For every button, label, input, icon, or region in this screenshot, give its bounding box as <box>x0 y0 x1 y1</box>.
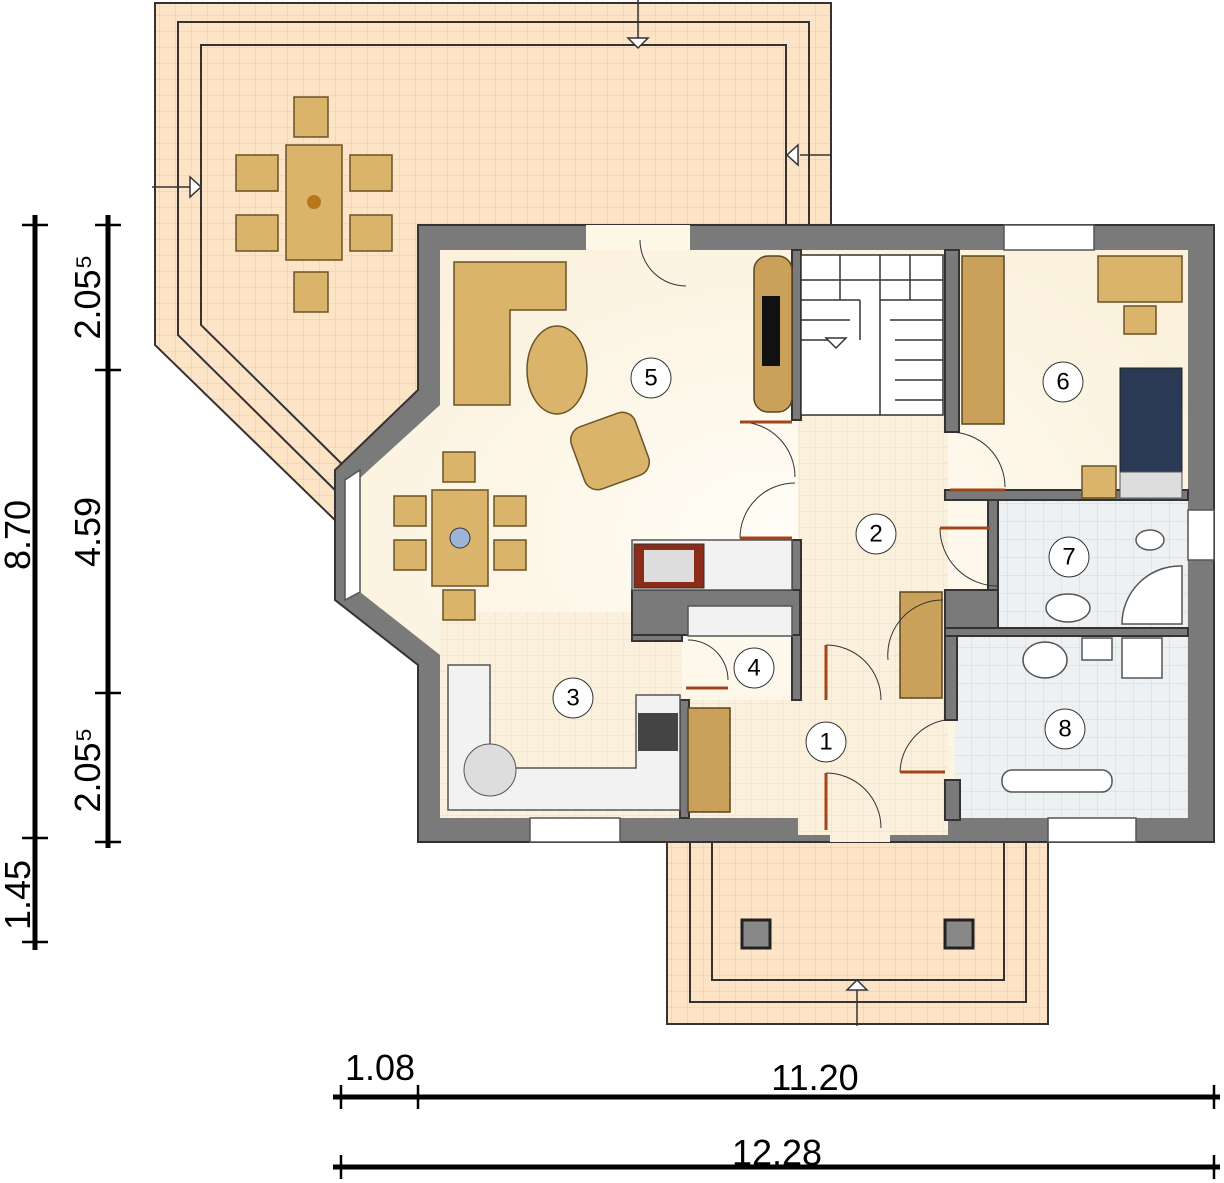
bedroom-furniture <box>961 255 1183 499</box>
room-number: 2 <box>869 521 882 548</box>
room-label-5: 5 <box>630 357 672 399</box>
room-number: 4 <box>747 655 760 682</box>
dim-middle-segment: 4.59 <box>67 497 108 567</box>
room-labels: 1 2 3 4 5 6 7 8 <box>552 357 1090 763</box>
dim-total-width: 12.28 <box>732 1132 822 1173</box>
room-label-6: 6 <box>1042 361 1084 403</box>
rear-terrace <box>152 0 832 527</box>
wardrobe <box>687 707 731 813</box>
wardrobe <box>899 591 943 699</box>
room-label-7: 7 <box>1048 536 1090 578</box>
room-number: 7 <box>1062 544 1075 571</box>
dimension-lines <box>22 215 1220 1179</box>
dim-total-depth: 8.70 <box>0 500 38 570</box>
living-furniture <box>393 255 793 621</box>
dim-house-width: 11.20 <box>771 1057 858 1098</box>
room-number: 1 <box>819 729 832 756</box>
patio-dining-set <box>235 96 393 313</box>
dim-top-segment: 2.05⁵ <box>67 255 108 340</box>
room-number: 8 <box>1058 716 1071 743</box>
staircase <box>800 254 944 416</box>
kitchen-furniture <box>447 605 793 811</box>
bathroom-fixtures <box>1001 529 1183 793</box>
room-number: 5 <box>644 365 657 392</box>
entry-arrow-icon <box>152 0 832 199</box>
room-label-8: 8 <box>1044 708 1086 750</box>
room-number: 6 <box>1056 369 1069 396</box>
room-label-2: 2 <box>855 513 897 555</box>
room-number: 3 <box>566 685 579 712</box>
room-label-3: 3 <box>552 677 594 719</box>
front-porch <box>666 839 1049 1026</box>
room-label-1: 1 <box>805 721 847 763</box>
dim-porch-depth: 1.45 <box>0 860 38 930</box>
dim-bottom-segment: 2.05⁵ <box>67 728 108 813</box>
doors <box>639 239 1006 830</box>
dim-offset: 1.08 <box>345 1047 415 1088</box>
dimension-labels: 8.70 1.45 2.05⁵ 4.59 2.05⁵ 1.08 11.20 12… <box>0 255 859 1174</box>
room-label-4: 4 <box>733 647 775 689</box>
